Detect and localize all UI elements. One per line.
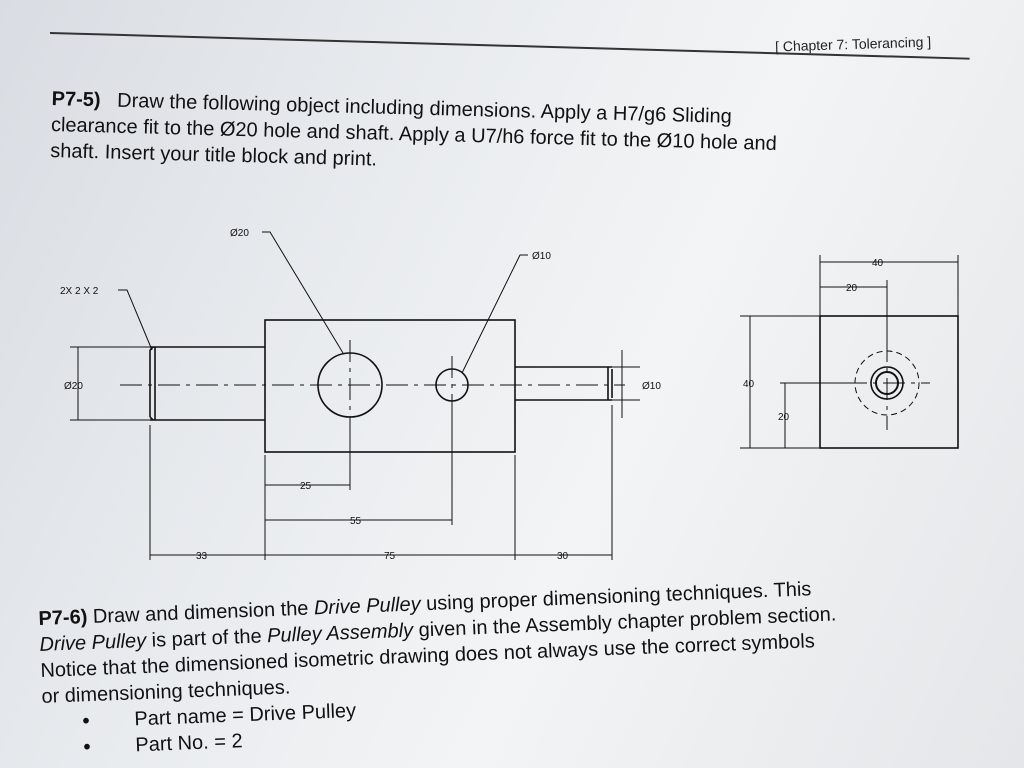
drive-pulley-term: Drive Pulley bbox=[313, 593, 422, 620]
label-chamfer: 2X 2 X 2 bbox=[60, 286, 99, 297]
bullet-icon: • bbox=[82, 710, 90, 733]
label-30: 30 bbox=[557, 551, 569, 562]
label-25: 25 bbox=[300, 481, 312, 492]
p7-6-text: is part of the bbox=[145, 625, 268, 652]
label-20-top: 20 bbox=[846, 283, 858, 294]
label-20-side: 20 bbox=[778, 412, 790, 423]
label-dia20-top: Ø20 bbox=[230, 228, 249, 239]
label-dia10-top: Ø10 bbox=[532, 251, 551, 262]
problem-p7-6: P7-6) Draw and dimension the Drive Pulle… bbox=[38, 575, 841, 761]
label-33: 33 bbox=[196, 551, 208, 562]
label-75: 75 bbox=[384, 551, 396, 562]
label-40-side: 40 bbox=[743, 379, 755, 390]
leader-dia20 bbox=[262, 231, 344, 354]
leader-chamfer bbox=[118, 289, 153, 351]
pulley-assembly-term: Pulley Assembly bbox=[266, 619, 414, 648]
main-body bbox=[264, 319, 516, 453]
leader-dia10 bbox=[461, 254, 528, 374]
label-40-top: 40 bbox=[872, 258, 884, 269]
label-55: 55 bbox=[350, 516, 362, 527]
bullet-text: Part No. = 2 bbox=[134, 730, 244, 757]
side-hidden-hole-20 bbox=[854, 350, 920, 416]
label-dia10-right: Ø10 bbox=[642, 381, 661, 392]
side-view-body bbox=[819, 315, 959, 449]
problem-number: P7-6) bbox=[38, 606, 88, 630]
label-dia20-left: Ø20 bbox=[64, 381, 83, 392]
bullet-icon: • bbox=[83, 736, 91, 759]
drive-pulley-term: Drive Pulley bbox=[39, 629, 147, 656]
